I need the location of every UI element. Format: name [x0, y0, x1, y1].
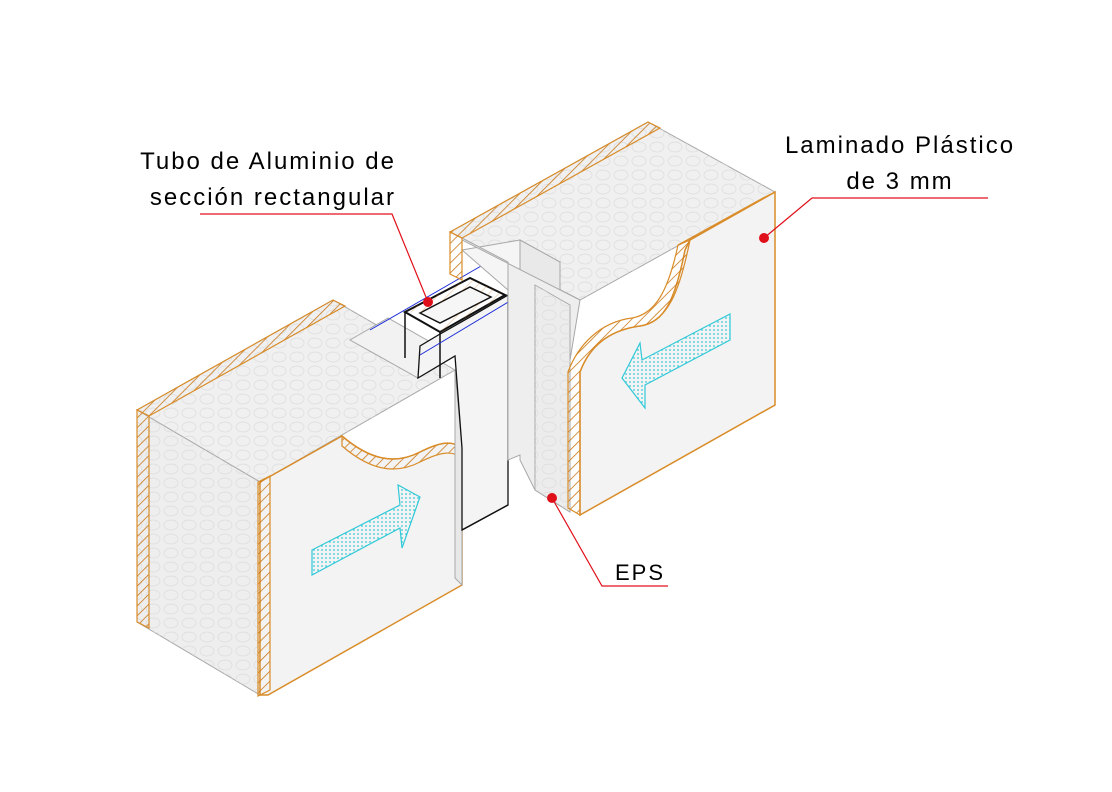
leader-lines [200, 197, 988, 587]
left-panel-front-laminate [257, 475, 271, 697]
tube-label-line1: Tubo de Aluminio de [140, 148, 396, 175]
eps-leader-dot [547, 493, 557, 503]
laminate-leader-dot [759, 233, 769, 243]
laminate-leader [763, 197, 988, 239]
construction-guides [369, 257, 521, 356]
right-panel-front-laminate [567, 239, 691, 517]
right-panel-right-laminate [677, 191, 776, 246]
laminate-label-line2: de 3 mm [846, 168, 954, 195]
right-panel-side-laminate [449, 231, 463, 281]
right-arrow-icon [621, 313, 731, 410]
laminate-label-line1: Laminado Plástico [784, 132, 1016, 159]
tube-label-line2: sección rectangular [149, 184, 396, 211]
eps-leader [551, 497, 668, 587]
right-panel [448, 121, 777, 517]
tube-leader-dot [423, 297, 433, 307]
eps-label: EPS [614, 560, 666, 585]
left-panel-front-face [259, 435, 463, 696]
tube-leader [200, 213, 429, 303]
aluminum-tube [402, 276, 508, 378]
left-arrow-icon [311, 483, 421, 577]
left-panel-side-laminate [136, 409, 150, 629]
